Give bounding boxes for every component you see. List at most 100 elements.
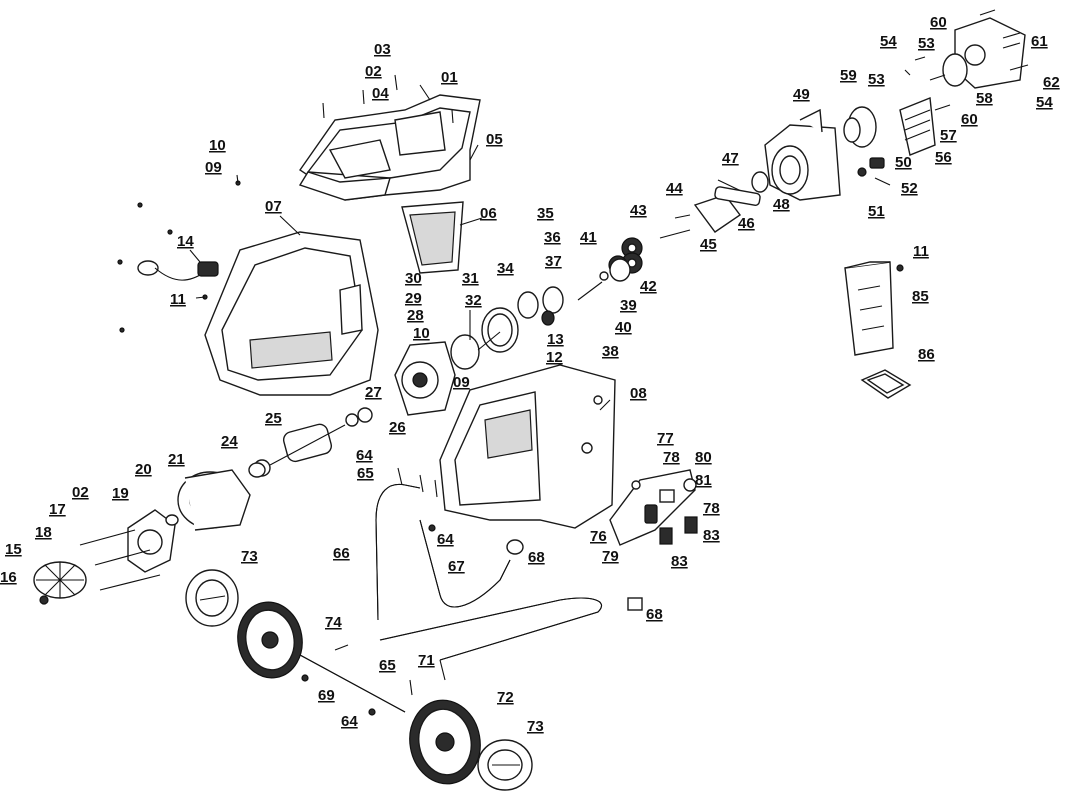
label-63: 64 <box>356 447 373 464</box>
label-54-right: 54 <box>1036 94 1053 111</box>
label-75: 76 <box>590 528 607 545</box>
label-39: 40 <box>615 319 632 336</box>
label-02-left: 02 <box>72 484 89 501</box>
label-07: 07 <box>265 198 282 215</box>
label-85: 85 <box>912 288 929 305</box>
axle <box>299 644 406 716</box>
part-labels: 03 02 01 04 05 10 09 07 06 35 43 44 47 4… <box>0 14 1060 735</box>
label-57: 58 <box>976 90 993 107</box>
label-19: 19 <box>112 485 129 502</box>
hopper-screws <box>322 74 454 124</box>
label-36: 37 <box>545 253 562 270</box>
drive-shaft <box>659 179 761 239</box>
label-41: 42 <box>640 278 657 295</box>
label-34: 35 <box>537 205 554 222</box>
label-12: 12 <box>546 349 563 366</box>
label-69: 69 <box>318 687 335 704</box>
label-06: 06 <box>480 205 497 222</box>
gear-set <box>608 237 643 282</box>
label-26: 27 <box>365 384 382 401</box>
label-01: 01 <box>441 69 458 86</box>
label-02-top: 02 <box>365 63 382 80</box>
label-44: 45 <box>700 236 717 253</box>
label-47: 48 <box>773 196 790 213</box>
label-59: 60 <box>961 111 978 128</box>
leader-lines <box>189 84 611 411</box>
label-14: 14 <box>177 233 194 250</box>
fan-cover <box>177 469 251 531</box>
cutter-block <box>764 108 841 201</box>
label-29: 29 <box>405 290 422 307</box>
label-79: 80 <box>695 449 712 466</box>
label-43: 44 <box>666 180 683 197</box>
label-37: 38 <box>602 343 619 360</box>
label-13: 13 <box>547 331 564 348</box>
motor-shaft <box>253 407 373 477</box>
motor-housing-shell <box>204 231 379 396</box>
label-46: 47 <box>722 150 739 167</box>
tube-frame-rear <box>419 519 643 681</box>
label-65-low: 65 <box>379 657 396 674</box>
gear-cover-plate <box>942 9 1029 89</box>
label-08: 08 <box>630 385 647 402</box>
tube-frame-front <box>375 483 603 661</box>
wheel-cover <box>185 569 533 791</box>
label-11-right: 11 <box>913 243 929 260</box>
label-10-top: 10 <box>209 137 226 154</box>
label-42: 43 <box>630 202 647 219</box>
label-25: 25 <box>265 410 282 427</box>
label-55: 56 <box>935 149 952 166</box>
label-68-right: 68 <box>646 606 663 623</box>
bag-frame <box>860 369 912 399</box>
label-10-mid: 10 <box>413 325 430 342</box>
label-77-right: 78 <box>703 500 720 517</box>
label-48: 49 <box>793 86 810 103</box>
label-35: 36 <box>544 229 561 246</box>
label-18: 18 <box>35 524 52 541</box>
label-80: 81 <box>695 472 712 489</box>
label-45: 46 <box>738 215 755 232</box>
label-27: 26 <box>389 419 406 436</box>
label-31: 31 <box>462 270 479 287</box>
label-28: 28 <box>407 307 424 324</box>
label-30: 30 <box>405 270 422 287</box>
wheel <box>237 601 481 785</box>
label-60: 60 <box>930 14 947 31</box>
label-11-left: 11 <box>170 291 186 308</box>
label-32: 32 <box>465 292 482 309</box>
label-64-mid: 64 <box>437 531 454 548</box>
label-53: 53 <box>918 35 935 52</box>
label-76: 77 <box>657 430 674 447</box>
label-73-low: 73 <box>527 718 544 735</box>
label-58: 59 <box>840 67 857 84</box>
label-78: 79 <box>602 548 619 565</box>
label-33: 34 <box>497 260 514 277</box>
switch-panel <box>609 469 696 546</box>
label-52: 53 <box>868 71 885 88</box>
label-67: 67 <box>448 558 465 575</box>
frame-screws <box>397 467 438 696</box>
label-04: 04 <box>372 85 389 102</box>
label-81: 83 <box>703 527 720 544</box>
gear-ring <box>450 307 519 370</box>
label-71: 71 <box>418 652 435 669</box>
connection-cable <box>137 260 219 281</box>
label-61: 61 <box>1031 33 1048 50</box>
label-40: 41 <box>580 229 597 246</box>
label-56: 57 <box>940 127 957 144</box>
label-49: 50 <box>895 154 912 171</box>
label-20: 20 <box>135 461 152 478</box>
fan-impeller <box>33 561 87 605</box>
label-73-top: 73 <box>241 548 258 565</box>
label-68-mid: 68 <box>528 549 545 566</box>
label-51: 52 <box>901 180 918 197</box>
label-09-top: 09 <box>205 159 222 176</box>
switch <box>631 478 698 545</box>
gear-housing-shell <box>439 364 616 529</box>
chopper-housing <box>394 341 456 416</box>
hopper-funnel <box>298 94 481 201</box>
label-50: 51 <box>868 203 885 220</box>
bearing-ring <box>248 462 266 478</box>
label-72: 72 <box>497 689 514 706</box>
